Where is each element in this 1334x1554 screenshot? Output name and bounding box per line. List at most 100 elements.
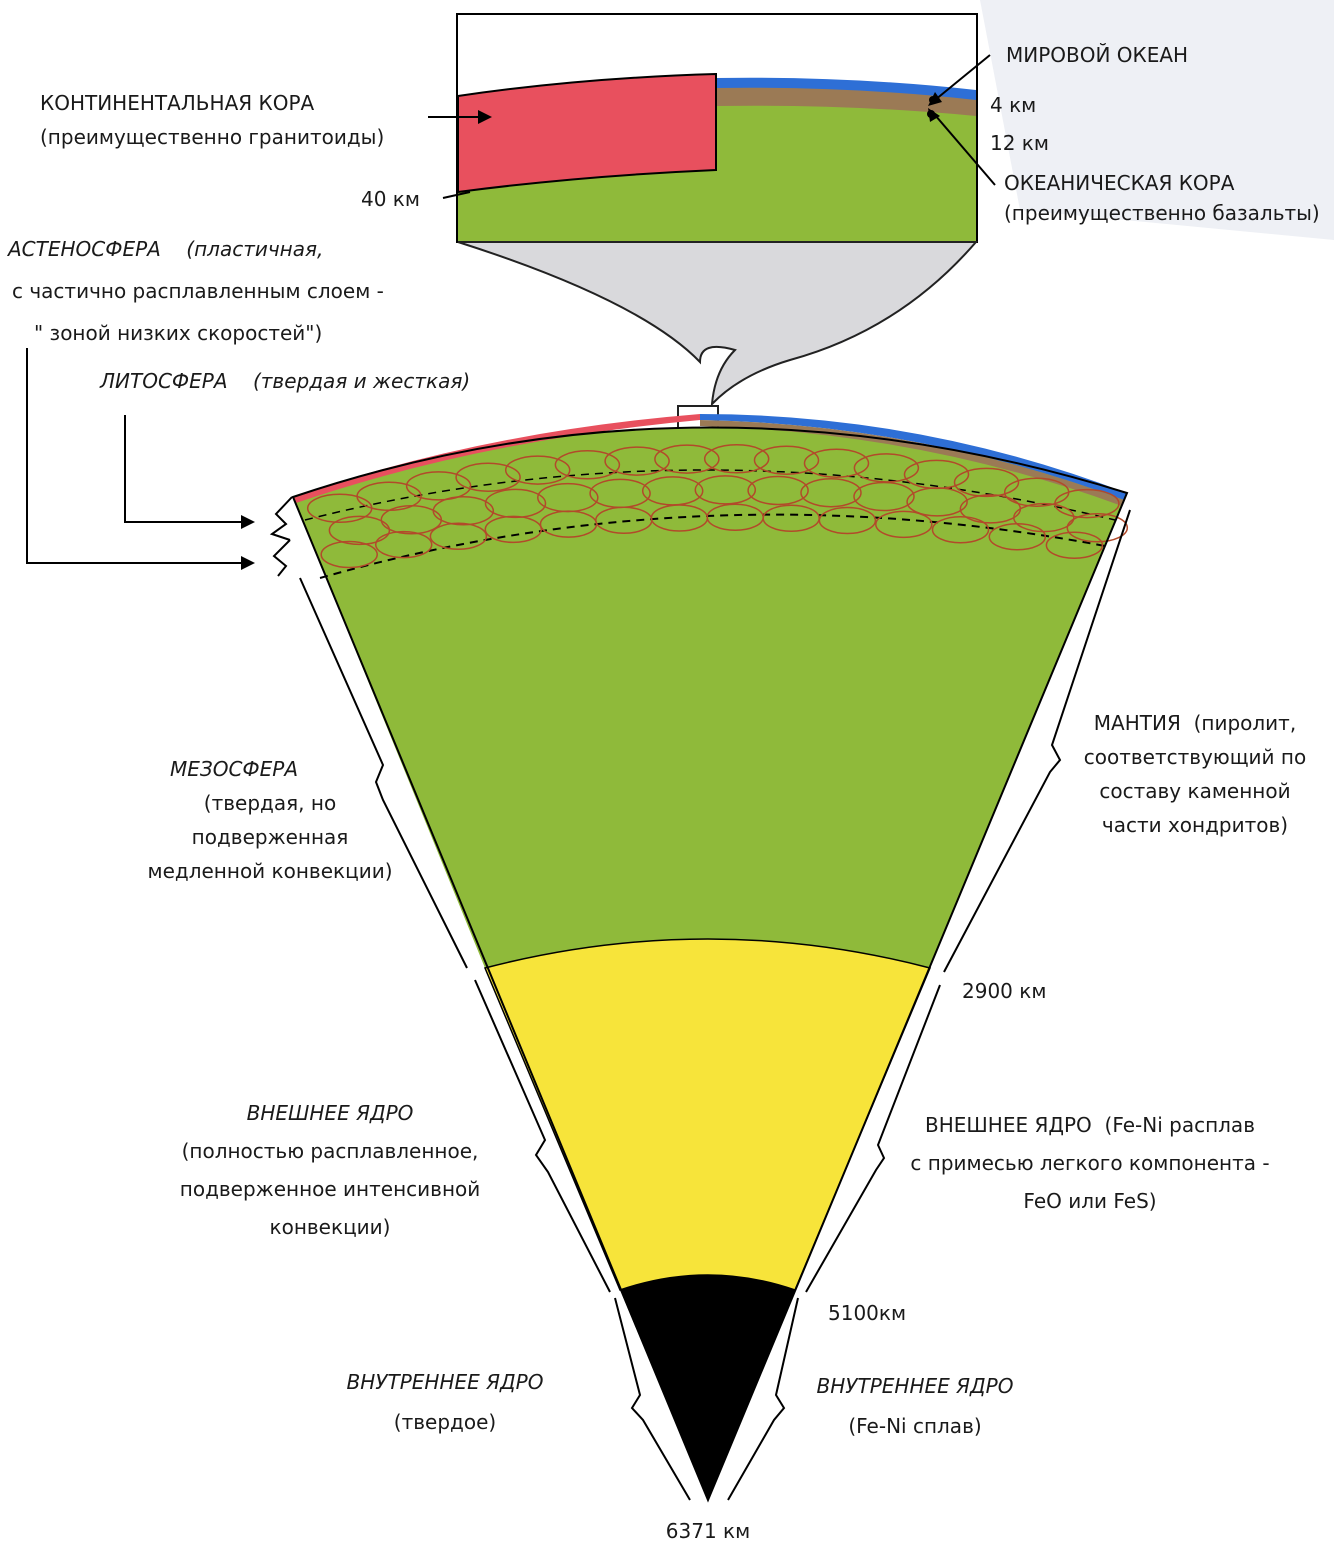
depth-40-label: 40 км — [361, 187, 420, 211]
inner-core-left-title: ВНУТРЕННЕЕ ЯДРО — [346, 1370, 544, 1394]
outer-core-left-title: ВНЕШНЕЕ ЯДРО — [246, 1101, 414, 1125]
background-shade — [980, 0, 1334, 240]
convection-cell — [1054, 488, 1120, 519]
convection-cell — [604, 446, 670, 476]
outer-core-left-label: ВНЕШНЕЕ ЯДРО (полностью расплавленное, п… — [160, 1094, 500, 1246]
convection-cell — [931, 516, 990, 544]
convection-cell — [875, 510, 933, 539]
oceanic-crust-pointer — [934, 114, 996, 186]
convection-cell — [703, 444, 770, 474]
convection-cell — [800, 477, 862, 508]
inset-panel — [456, 13, 978, 243]
oceanic-crust-title: ОКЕАНИЧЕСКАЯ КОРА — [1004, 171, 1235, 195]
convection-cell — [504, 455, 571, 485]
convection-cell — [455, 462, 521, 492]
continental-crust-note: (преимущественно гранитоиды) — [40, 125, 385, 149]
convection-cell — [1066, 513, 1129, 543]
outer-core-right-line-1: (Fe-Ni расплав — [1104, 1113, 1255, 1137]
inset-ocean — [716, 77, 976, 100]
continental-crust-label: КОНТИНЕНТАЛЬНАЯ КОРА (преимущественно гр… — [40, 86, 384, 154]
sector-continental-crust — [293, 414, 700, 503]
brackets — [269, 496, 1131, 1501]
asthenosphere-boundary — [319, 513, 1106, 579]
convection-cell — [374, 530, 433, 559]
outer-core-left-line-1: (полностью расплавленное, — [181, 1139, 479, 1163]
mantle-line-1: (пиролит, — [1193, 711, 1297, 735]
outer-core-right-line-3: FeO или FeS) — [1023, 1189, 1157, 1213]
convection-cell — [484, 488, 547, 519]
mesosphere-label: МЕЗОСФЕРА (твердая, но подверженная медл… — [120, 752, 420, 888]
lithosphere-note: (твердая и жесткая) — [252, 369, 471, 393]
asthenosphere-note: (пластичная, — [186, 237, 324, 261]
mantle-line-3: составу каменной — [1099, 779, 1291, 803]
convection-cell — [953, 467, 1020, 498]
mantle-title: МАНТИЯ — [1093, 711, 1181, 735]
ocean-pointer — [934, 54, 991, 101]
convection-cell — [747, 475, 809, 506]
convection-cell — [405, 471, 472, 501]
lithosphere-title: ЛИТОСФЕРА — [100, 369, 228, 393]
convection-cell — [818, 506, 877, 535]
mantle-label: МАНТИЯ (пиролит, соответствующий по сост… — [1070, 706, 1320, 842]
convection-cell — [320, 540, 378, 569]
lithosphere-pointer — [124, 415, 245, 523]
lithosphere-boundary — [304, 469, 1116, 521]
inner-core-right-note: (Fe-Ni сплав) — [848, 1414, 982, 1438]
pointer-arrowheads — [241, 92, 942, 570]
inner-core-left-label: ВНУТРЕННЕЕ ЯДРО (твердое) — [320, 1362, 570, 1442]
convection-cell — [429, 522, 488, 550]
continental-crust-title: КОНТИНЕНТАЛЬНАЯ КОРА — [40, 91, 315, 115]
asthenosphere-label: АСТЕНОСФЕРА (пластичная, с частично расп… — [8, 228, 384, 354]
outer-core-right-title: ВНЕШНЕЕ ЯДРО — [925, 1113, 1092, 1137]
convection-cell — [803, 448, 870, 478]
convection-cell — [554, 450, 621, 480]
outer-core-layer — [483, 938, 932, 1291]
world-ocean-label: МИРОВОЙ ОКЕАН — [1006, 43, 1189, 67]
outer-core-right-label: ВНЕШНЕЕ ЯДРО (Fe-Ni расплав с примесью л… — [905, 1106, 1275, 1220]
convection-cells — [306, 444, 1129, 569]
mesosphere-line-1: (твердая, но — [203, 791, 337, 815]
mantle-line-2: соответствующий по — [1083, 745, 1307, 769]
inset-continental-crust — [457, 72, 717, 194]
convection-cell — [906, 487, 968, 517]
depth-5100-label: 5100км — [828, 1301, 907, 1325]
depth-6371-label: 6371 км — [665, 1519, 751, 1543]
convection-cell — [654, 444, 720, 474]
convection-cell — [753, 445, 820, 475]
convection-cell — [1045, 531, 1104, 559]
convection-cell — [328, 515, 391, 546]
asthenosphere-pointer — [26, 348, 245, 564]
inner-core-left-note: (твердое) — [393, 1410, 497, 1434]
inner-core-right-label: ВНУТРЕННЕЕ ЯДРО (Fe-Ni сплав) — [800, 1366, 1030, 1446]
asthenosphere-title: АСТЕНОСФЕРА — [8, 237, 161, 261]
asthenosphere-line2: с частично расплавленным слоем - — [12, 279, 384, 303]
convection-cell — [432, 496, 495, 526]
earth-sector — [291, 414, 1129, 1503]
depth-40-pointer — [442, 191, 471, 199]
sector-outline — [291, 426, 1129, 1503]
inner-core-right-title: ВНУТРЕННЕЕ ЯДРО — [816, 1374, 1014, 1398]
inner-core-layer — [620, 1275, 795, 1500]
depth-12-label: 12 км — [990, 131, 1049, 155]
convection-cell — [694, 475, 757, 505]
zoom-funnel — [457, 241, 979, 407]
oceanic-crust-note: (преимущественно базальты) — [1004, 201, 1320, 225]
outer-core-left-line-3: конвекции) — [269, 1215, 391, 1239]
oceanic-crust-label: ОКЕАНИЧЕСКАЯ КОРА (преимущественно базал… — [1004, 168, 1320, 228]
outer-core-right-line-2: с примесью легкого компонента - — [910, 1151, 1270, 1175]
pointer-lines — [26, 54, 996, 564]
convection-cell — [853, 481, 915, 512]
mesosphere-title: МЕЗОСФЕРА — [170, 757, 299, 781]
mantle-layer — [293, 427, 1127, 968]
lithosphere-label: ЛИТОСФЕРА (твердая и жесткая) — [100, 364, 470, 398]
mesosphere-line-3: медленной конвекции) — [147, 859, 393, 883]
depth-2900-label: 2900 км — [962, 979, 1047, 1003]
convection-cell — [484, 515, 543, 544]
depth-4-label: 4 км — [990, 93, 1037, 117]
mantle-line-4: части хондритов) — [1101, 813, 1289, 837]
mesosphere-line-2: подверженная — [191, 825, 349, 849]
outer-core-left-line-2: подверженное интенсивной — [179, 1177, 481, 1201]
convection-cell — [988, 522, 1047, 551]
asthenosphere-line3: " зоной низких скоростей") — [34, 321, 323, 345]
